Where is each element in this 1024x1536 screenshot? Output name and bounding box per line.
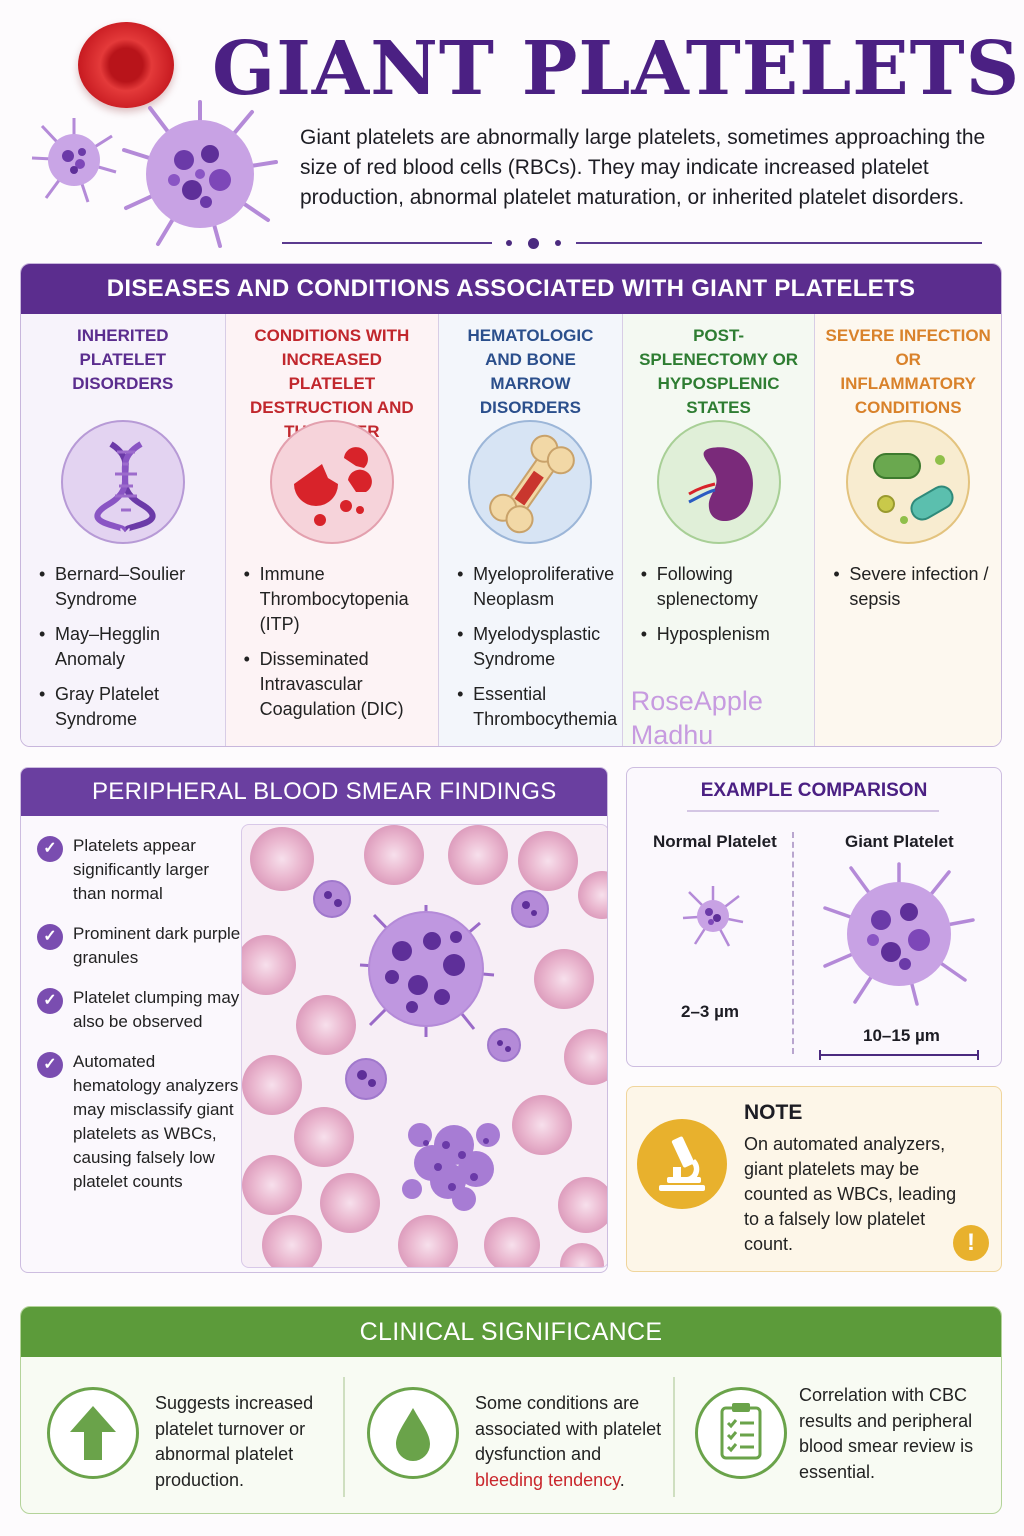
column-title: SEVERE INFECTION OR INFLAMMATORY CONDITI… (825, 326, 991, 417)
smear-finding: ✓Platelet clumping may also be observed (35, 986, 245, 1034)
warning-icon: ! (953, 1225, 989, 1261)
header-divider (282, 238, 982, 249)
dna-icon (60, 420, 185, 544)
smear-section: PERIPHERAL BLOOD SMEAR FINDINGS ✓Platele… (20, 767, 608, 1273)
list-item: May–Hegglin Anomaly (37, 622, 217, 672)
column-title: INHERITED PLATELET DISORDERS (72, 326, 174, 393)
note-panel: NOTE On automated analyzers, giant plate… (626, 1086, 1002, 1272)
smear-finding: ✓Automated hematology analyzers may misc… (35, 1050, 245, 1194)
normal-platelet-icon (682, 886, 744, 947)
smear-heading: PERIPHERAL BLOOD SMEAR FINDINGS (21, 768, 607, 816)
clinical-item-correlation: Correlation with CBC results and periphe… (669, 1357, 999, 1513)
note-text: On automated analyzers, giant platelets … (744, 1134, 957, 1254)
bleeding-highlight: bleeding tendency (475, 1469, 620, 1490)
normal-size-label: 2–3 µm (681, 1002, 739, 1021)
measure-bar (819, 1050, 979, 1060)
comparison-panel: EXAMPLE COMPARISON Normal Platelet Giant… (626, 767, 1002, 1067)
column-title: POST-SPLENECTOMY OR HYPOSPLENIC STATES (639, 326, 799, 417)
clinical-item-turnover: Suggests increased platelet turnover or … (21, 1357, 341, 1513)
clinical-section: CLINICAL SIGNIFICANCE Suggests increased… (20, 1306, 1002, 1514)
disease-column-hematologic: HEMATOLOGIC AND BONE MARROW DISORDERS My… (439, 314, 623, 746)
small-platelet-icon (31, 118, 117, 203)
disease-column-splenic: POST-SPLENECTOMY OR HYPOSPLENIC STATES F… (622, 314, 816, 747)
smear-finding: ✓Prominent dark purple granules (35, 922, 245, 970)
smear-finding: ✓Platelets appear significantly larger t… (35, 834, 245, 906)
check-icon: ✓ (37, 924, 63, 950)
check-icon: ✓ (37, 1052, 63, 1078)
disease-column-infection: SEVERE INFECTION OR INFLAMMATORY CONDITI… (815, 314, 1001, 746)
comparison-divider (792, 832, 794, 1054)
giant-platelet-icon (122, 100, 278, 248)
normal-platelet-label: Normal Platelet (653, 832, 777, 851)
list-item: Disseminated Intravascular Coagulation (… (242, 647, 431, 722)
spleen-icon (656, 420, 781, 544)
blood-smear-image (241, 824, 607, 1268)
list-item: Immune Thrombocytopenia (ITP) (242, 562, 431, 637)
bone-icon (468, 420, 593, 544)
clinical-text: Some conditions are associated with plat… (475, 1393, 662, 1490)
microscope-icon (637, 1119, 727, 1209)
red-blood-cell-icon (78, 22, 174, 108)
bacteria-icon (846, 420, 971, 544)
list-item: Essential Thrombocythemia (455, 682, 617, 732)
list-item: Myelodysplastic Syndrome (455, 622, 614, 672)
disease-column-destruction: CONDITIONS WITH INCREASED PLATELET DESTR… (225, 314, 440, 746)
disease-column-inherited: INHERITED PLATELET DISORDERS Bernard–Sou… (21, 314, 226, 746)
up-arrow-icon (47, 1387, 139, 1479)
destroyed-cells-icon (269, 420, 394, 544)
watermark: RoseApple Madhu (630, 686, 763, 747)
intro-text: Giant platelets are abnormally large pla… (300, 126, 986, 209)
diseases-section: DISEASES AND CONDITIONS ASSOCIATED WITH … (20, 263, 1002, 747)
diseases-heading: DISEASES AND CONDITIONS ASSOCIATED WITH … (21, 264, 1001, 314)
header: GIANT PLATELETS Giant platelets are abno… (0, 0, 1024, 255)
giant-size-label: 10–15 µm (863, 1026, 940, 1045)
giant-platelet-icon (823, 862, 975, 1006)
check-icon: ✓ (37, 836, 63, 862)
column-title: HEMATOLOGIC AND BONE MARROW DISORDERS (467, 326, 594, 417)
page-title: GIANT PLATELETS (212, 26, 1021, 112)
drop-icon (367, 1387, 459, 1479)
clinical-heading: CLINICAL SIGNIFICANCE (21, 1307, 1001, 1357)
clinical-item-bleeding: Some conditions are associated with plat… (341, 1357, 671, 1513)
list-item: Severe infection / sepsis (831, 562, 993, 612)
list-item: Hyposplenism (639, 622, 807, 647)
note-title: NOTE (744, 1101, 803, 1124)
list-item: Gray Platelet Syndrome (37, 682, 217, 732)
giant-platelet-label: Giant Platelet (845, 832, 954, 851)
list-item: Bernard–Soulier Syndrome (37, 562, 217, 612)
checklist-icon (695, 1387, 787, 1479)
list-item: Following splenectomy (639, 562, 807, 612)
check-icon: ✓ (37, 988, 63, 1014)
column-title: CONDITIONS WITH INCREASED PLATELET DESTR… (250, 326, 414, 441)
clinical-text: Correlation with CBC results and periphe… (799, 1385, 974, 1482)
clinical-text: Suggests increased platelet turnover or … (155, 1393, 314, 1490)
comparison-title: EXAMPLE COMPARISON (700, 780, 928, 801)
list-item: Myeloproliferative Neoplasm (455, 562, 614, 612)
